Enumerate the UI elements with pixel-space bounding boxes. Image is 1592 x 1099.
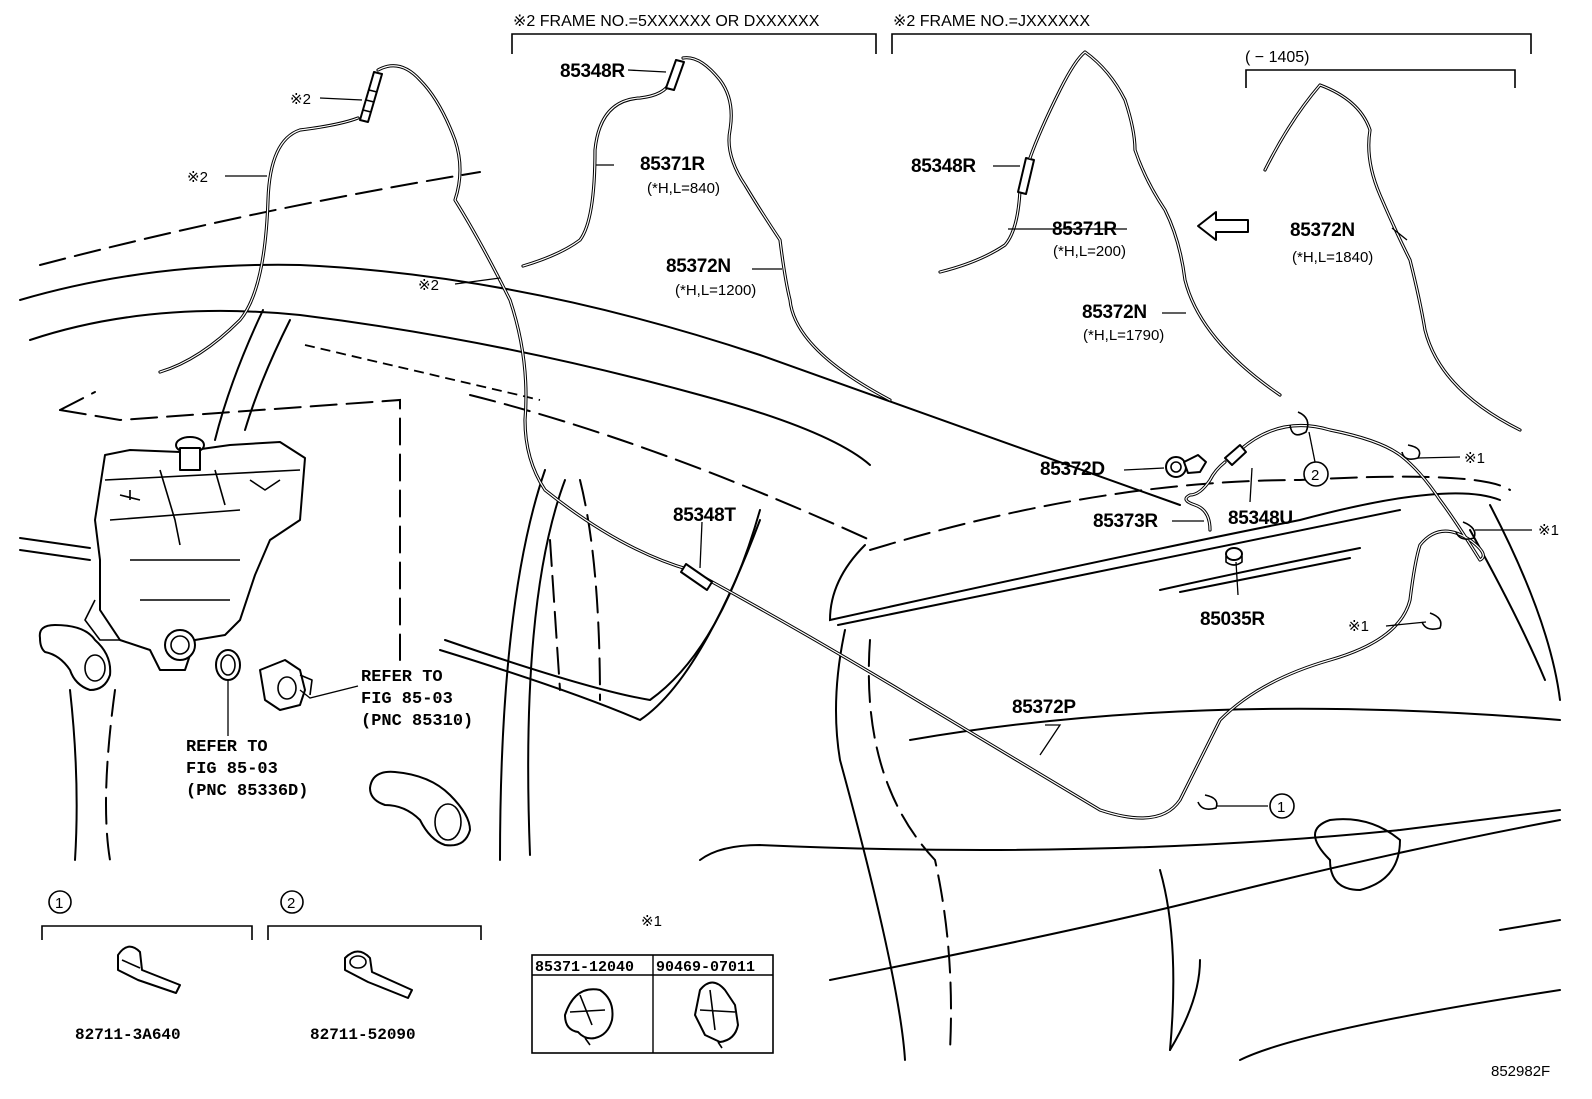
part-85372N-c: 85372N [1290,220,1355,241]
part-85348T: 85348T [673,505,736,526]
refer-1-line1: REFER TO [361,668,443,687]
detail-box-2-part: 82711-52090 [310,1026,416,1044]
detail-box-1-part: 82711-3A640 [75,1026,181,1044]
vehicle-body-outline [19,171,1561,1061]
header-frame-j-group: ※2 FRAME NO.=JXXXXXX [891,13,1532,54]
variant-j-hoses [938,50,1282,397]
detail-box-2-index: 2 [287,895,295,912]
part-85372P: 85372P [1012,697,1076,718]
ref1-label-a: ※1 [1464,450,1485,467]
part-85371R-b: 85371R [1052,219,1117,240]
variant-5x-hoses [521,56,892,402]
center-handle-shape [369,770,471,847]
refer-2-line1: REFER TO [186,738,268,757]
part-85372N-a-spec: (*H,L=1200) [675,282,756,299]
header-frame-j: ※2 FRAME NO.=JXXXXXX [893,13,1090,30]
detail-box-1: 1 82711-3A640 [41,890,253,1044]
refer-2-line3: (PNC 85336D) [186,782,308,801]
header-date-range: ( − 1405) [1245,49,1309,66]
detail-box-3-col1: 85371-12040 [535,959,634,976]
ref1-label-c: ※1 [1348,618,1369,635]
washer-grommet [215,649,241,681]
part-85035R: 85035R [1200,609,1265,630]
detail-box-1-index: 1 [55,895,63,912]
ref1-label-b: ※1 [1538,522,1559,539]
callout-1-label: 1 [1277,799,1285,816]
washer-pump [259,659,313,711]
detail-box-ref1: ※1 85371-12040 90469-07011 [531,913,774,1054]
part-85372N-b-spec: (*H,L=1790) [1083,327,1164,344]
part-85372N-c-spec: (*H,L=1840) [1292,249,1373,266]
callout-circle-1 [1269,793,1295,819]
part-85373R: 85373R [1093,511,1158,532]
header-frame-5-group: ※2 FRAME NO.=5XXXXXX OR DXXXXXX [511,13,877,54]
callout-2-label: 2 [1311,467,1319,484]
leader-lines [225,69,1532,807]
detail-box-3-marker: ※1 [641,913,662,930]
part-85348R-a: 85348R [560,61,625,82]
part-85371R-a: 85371R [640,154,705,175]
part-85348U: 85348U [1228,508,1293,529]
detail-box-3-col2: 90469-07011 [656,959,755,976]
part-85371R-b-spec: (*H,L=200) [1053,243,1126,260]
header-frame-5: ※2 FRAME NO.=5XXXXXX OR DXXXXXX [513,13,820,30]
ref2-top-label: ※2 [290,91,311,108]
ref2-left-label: ※2 [187,169,208,186]
hose-main-left [158,64,692,572]
grommet-85035R [1225,547,1243,566]
left-handle-shape [38,624,112,691]
ref2-mid-label: ※2 [418,277,439,294]
part-labels: ※2 ※2 ※2 85348R 85371R (*H,L=840) 85372N… [186,61,1559,819]
part-85372D: 85372D [1040,459,1105,480]
part-85372N-b: 85372N [1082,302,1147,323]
nozzle-85372D [1165,454,1207,478]
refer-1-line2: FIG 85-03 [361,690,453,709]
refer-1-line3: (PNC 85310) [361,712,473,731]
spoiler-strip [1159,547,1361,593]
callout-circle-2 [1303,461,1329,487]
figure-id: 852982F [1491,1063,1550,1080]
hose-85372P [680,423,1485,820]
refer-2-line2: FIG 85-03 [186,760,278,779]
washer-tank [84,436,306,671]
part-85348R-b: 85348R [911,156,976,177]
detail-box-2: 2 82711-52090 [267,890,482,1044]
header-date-range-group: ( − 1405) [1245,49,1516,88]
part-85372N-a: 85372N [666,256,731,277]
variant-1405-hoses [1263,83,1522,432]
hollow-arrow-icon [1197,211,1249,241]
part-85371R-a-spec: (*H,L=840) [647,180,720,197]
